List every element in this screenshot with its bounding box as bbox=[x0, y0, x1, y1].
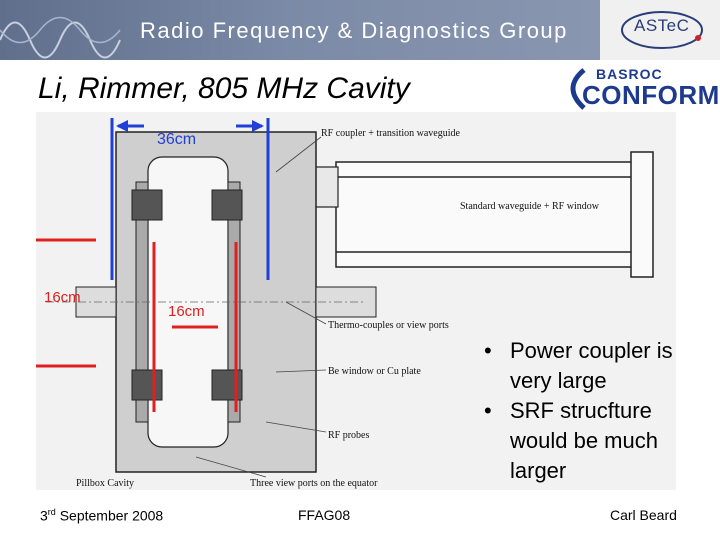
footer-author: Carl Beard bbox=[610, 507, 677, 523]
footer-date: 3rd September 2008 bbox=[40, 507, 164, 524]
dimension-16cm-left bbox=[36, 238, 96, 368]
label-waveguide: Standard waveguide + RF window bbox=[460, 201, 600, 212]
basroc-logo-line1: BASROC bbox=[596, 66, 663, 82]
basroc-swoosh bbox=[570, 68, 586, 110]
footer-event: FFAG08 bbox=[298, 507, 351, 523]
bullet-dot: • bbox=[484, 398, 492, 423]
waveform-decoration bbox=[0, 16, 121, 59]
label-thermo: Thermo-couples or view ports bbox=[328, 320, 449, 331]
slide-title: Li, Rimmer, 805 MHz Cavity bbox=[38, 72, 410, 105]
cavity-drawing: RF coupler + transition waveguide Standa… bbox=[36, 112, 676, 490]
bullet-list: • Power coupler is very large • SRF strucf… bbox=[482, 336, 692, 486]
dimension-36cm bbox=[110, 118, 270, 280]
label-rf-coupler: RF coupler + transition waveguide bbox=[321, 128, 461, 139]
dim-top-label: 36cm bbox=[157, 131, 196, 148]
basroc-logo-line2: CONFORM bbox=[582, 80, 720, 110]
astec-logo-text: ASTeC bbox=[634, 16, 690, 35]
bullet-dot: • bbox=[484, 338, 492, 363]
basroc-conform-logo: BASROC CONFORM bbox=[560, 62, 719, 114]
bullet-text: Power coupler is very large bbox=[510, 338, 673, 393]
group-title: Radio Frequency & Diagnostics Group bbox=[140, 18, 568, 43]
label-pillbox: Pillbox Cavity bbox=[76, 478, 134, 489]
bullet-item: • SRF strucfture would be much larger bbox=[482, 396, 692, 486]
dimension-16cm-mid bbox=[152, 242, 238, 412]
label-view-ports: Three view ports on the equator bbox=[250, 478, 378, 489]
header-banner: Radio Frequency & Diagnostics Group ASTe… bbox=[0, 0, 720, 60]
waveguide bbox=[335, 151, 654, 278]
dim-left-label: 16cm bbox=[44, 289, 81, 306]
cavity-body bbox=[46, 131, 377, 473]
bullet-text: SRF strucfture would be much larger bbox=[510, 398, 658, 483]
astec-swoosh bbox=[621, 11, 703, 49]
leader-lines bbox=[195, 136, 327, 478]
astec-logo: ASTeC bbox=[600, 0, 720, 60]
label-be-window: Be window or Cu plate bbox=[328, 366, 421, 377]
bullet-item: • Power coupler is very large bbox=[482, 336, 692, 396]
dim-mid-label: 16cm bbox=[168, 303, 205, 320]
label-rf-probes: RF probes bbox=[328, 430, 370, 441]
